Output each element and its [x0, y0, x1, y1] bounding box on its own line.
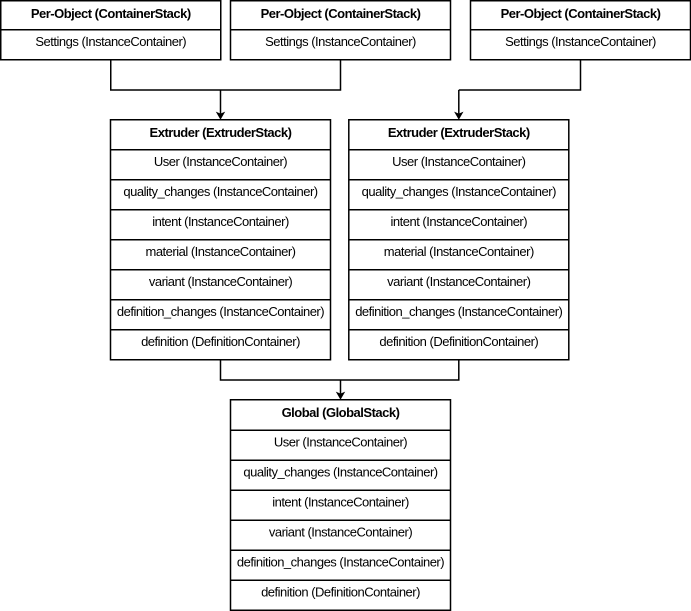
svg-text:intent (InstanceContainer): intent (InstanceContainer)	[272, 495, 409, 510]
svg-text:variant (InstanceContainer): variant (InstanceContainer)	[149, 274, 292, 289]
svg-text:Extruder (ExtruderStack): Extruder (ExtruderStack)	[388, 125, 530, 140]
svg-text:User (InstanceContainer): User (InstanceContainer)	[274, 435, 407, 450]
svg-text:variant (InstanceContainer): variant (InstanceContainer)	[387, 274, 530, 289]
svg-text:Extruder (ExtruderStack): Extruder (ExtruderStack)	[150, 125, 292, 140]
svg-text:Per-Object (ContainerStack): Per-Object (ContainerStack)	[501, 6, 661, 21]
svg-text:definition_changes (InstanceCo: definition_changes (InstanceContainer)	[237, 555, 444, 570]
svg-text:Settings (InstanceContainer): Settings (InstanceContainer)	[35, 34, 186, 49]
svg-text:Per-Object (ContainerStack): Per-Object (ContainerStack)	[261, 6, 421, 21]
svg-text:Global (GlobalStack): Global (GlobalStack)	[282, 405, 400, 420]
svg-text:definition_changes (InstanceCo: definition_changes (InstanceContainer)	[355, 304, 562, 319]
svg-text:User (InstanceContainer): User (InstanceContainer)	[392, 154, 525, 169]
svg-text:variant (InstanceContainer): variant (InstanceContainer)	[269, 525, 412, 540]
svg-text:Per-Object (ContainerStack): Per-Object (ContainerStack)	[31, 6, 191, 21]
svg-text:definition (DefinitionContaine: definition (DefinitionContainer)	[261, 585, 420, 600]
svg-text:material (InstanceContainer): material (InstanceContainer)	[384, 244, 534, 259]
svg-text:User (InstanceContainer): User (InstanceContainer)	[154, 154, 287, 169]
svg-text:intent (InstanceContainer): intent (InstanceContainer)	[391, 214, 528, 229]
svg-text:definition_changes (InstanceCo: definition_changes (InstanceContainer)	[117, 304, 324, 319]
svg-text:definition (DefinitionContaine: definition (DefinitionContainer)	[379, 334, 538, 349]
svg-text:Settings (InstanceContainer): Settings (InstanceContainer)	[265, 34, 416, 49]
svg-text:quality_changes (InstanceConta: quality_changes (InstanceContainer)	[362, 184, 556, 199]
svg-text:definition (DefinitionContaine: definition (DefinitionContainer)	[141, 334, 300, 349]
svg-text:material (InstanceContainer): material (InstanceContainer)	[145, 244, 295, 259]
svg-text:Settings (InstanceContainer): Settings (InstanceContainer)	[505, 34, 656, 49]
svg-text:intent (InstanceContainer): intent (InstanceContainer)	[152, 214, 289, 229]
svg-text:quality_changes (InstanceConta: quality_changes (InstanceContainer)	[243, 465, 437, 480]
svg-text:quality_changes (InstanceConta: quality_changes (InstanceContainer)	[123, 184, 317, 199]
